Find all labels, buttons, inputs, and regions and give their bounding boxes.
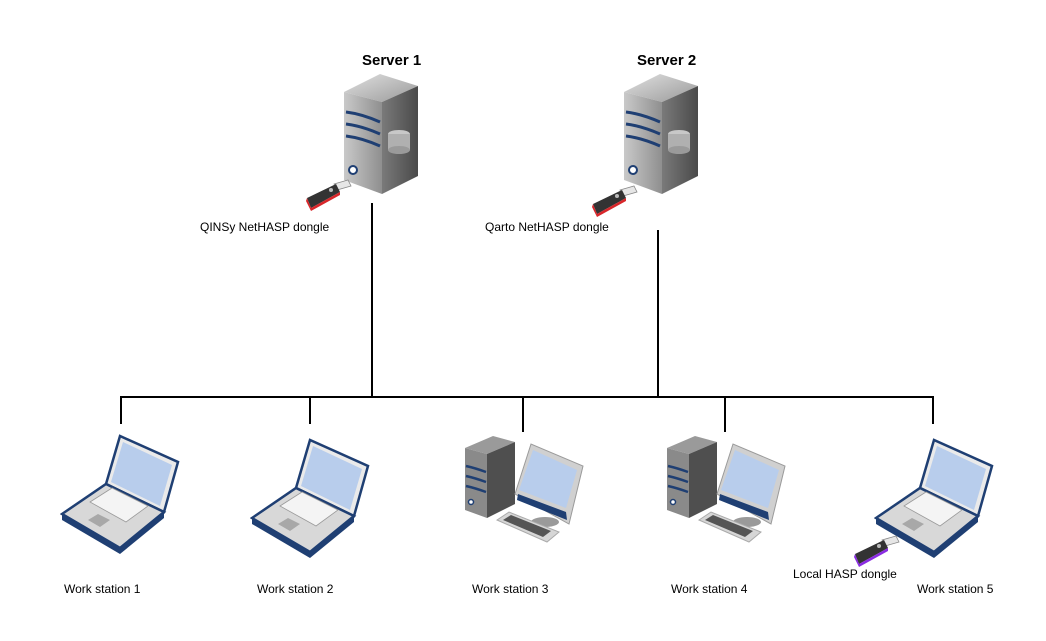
ws-3-label: Work station 3 (472, 582, 549, 596)
ws-5-label: Work station 5 (917, 582, 994, 596)
ws-5-dongle-label: Local HASP dongle (793, 567, 897, 581)
server-1-dongle-label: QINSy NetHASP dongle (200, 220, 330, 234)
server-2-dongle-icon (592, 185, 638, 217)
ws-4-label: Work station 4 (671, 582, 748, 596)
ws-2-laptop-icon (250, 438, 370, 558)
server-1-title: Server 1 (362, 52, 422, 69)
server-1-dongle-icon (306, 179, 352, 211)
server-1-icon (344, 74, 418, 194)
ws-2-label: Work station 2 (257, 582, 334, 596)
ws-5-dongle-icon (854, 535, 900, 567)
ws-1-laptop-icon (60, 434, 180, 554)
ws-1-label: Work station 1 (64, 582, 141, 596)
ws-4-desktop-icon (667, 436, 786, 543)
server-2-dongle-label: Qarto NetHASP dongle (485, 220, 609, 234)
server-2-icon (624, 74, 698, 194)
ws-5-laptop-icon (874, 438, 994, 558)
ws-3-desktop-icon (465, 436, 584, 543)
server-2-title: Server 2 (637, 52, 697, 69)
